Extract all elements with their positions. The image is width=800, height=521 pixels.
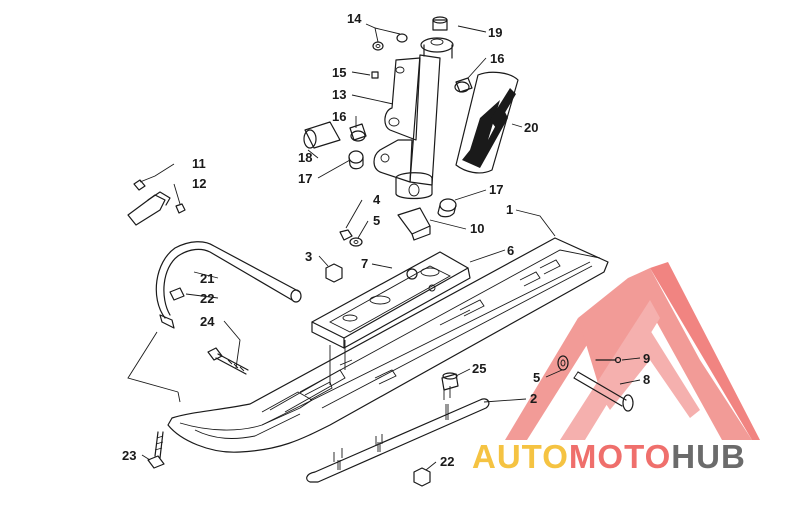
callout-15: 15 bbox=[332, 65, 346, 80]
watermark-brand-text: AUTOMOTOHUB bbox=[472, 438, 746, 476]
bracket-11 bbox=[127, 179, 186, 226]
callout-16-mid: 16 bbox=[332, 109, 346, 124]
cotter-9 bbox=[595, 356, 622, 364]
callout-10: 10 bbox=[470, 221, 484, 236]
washer-14 bbox=[372, 33, 408, 51]
callout-23: 23 bbox=[122, 448, 136, 463]
nut-4 bbox=[339, 229, 353, 241]
bracket-10 bbox=[397, 207, 431, 241]
callout-24: 24 bbox=[200, 314, 215, 329]
bolt-22-top bbox=[169, 287, 185, 301]
spindle-bracket bbox=[311, 251, 471, 385]
watermark-logo bbox=[505, 262, 760, 440]
spindle bbox=[373, 37, 454, 200]
washer-5-bottom bbox=[557, 355, 569, 371]
callout-8: 8 bbox=[643, 372, 650, 387]
callout-13: 13 bbox=[332, 87, 346, 102]
callout-16-top: 16 bbox=[490, 51, 504, 66]
callout-17-right: 17 bbox=[489, 182, 503, 197]
bushing-17-left bbox=[348, 150, 364, 170]
brand-moto: MOTO bbox=[568, 438, 672, 475]
callout-22-bottom: 22 bbox=[440, 454, 454, 469]
callout-25: 25 bbox=[472, 361, 486, 376]
bushing-17-right bbox=[437, 198, 457, 218]
callout-9: 9 bbox=[643, 351, 650, 366]
callout-labels: 14 19 16 15 13 16 20 18 17 11 12 4 17 5 … bbox=[122, 11, 650, 469]
bushing-18 bbox=[303, 121, 341, 149]
callout-17-left: 17 bbox=[298, 171, 312, 186]
bolt-24 bbox=[207, 347, 249, 375]
callout-22-top: 22 bbox=[200, 291, 214, 306]
wear-bar-2 bbox=[306, 386, 490, 483]
screw-15 bbox=[371, 71, 379, 79]
leader-lines bbox=[139, 23, 641, 471]
callout-3: 3 bbox=[305, 249, 312, 264]
callout-6: 6 bbox=[507, 243, 514, 258]
callout-21: 21 bbox=[200, 271, 214, 286]
spindle-cover-20 bbox=[455, 71, 519, 174]
pin-8 bbox=[573, 371, 634, 412]
nut-22-bottom bbox=[413, 467, 431, 487]
callout-19: 19 bbox=[488, 25, 502, 40]
callout-5-bottom: 5 bbox=[533, 370, 540, 385]
callout-4: 4 bbox=[373, 192, 381, 207]
callout-12: 12 bbox=[192, 176, 206, 191]
callout-1: 1 bbox=[506, 202, 513, 217]
callout-7: 7 bbox=[361, 256, 368, 271]
brand-hub: HUB bbox=[671, 438, 746, 475]
callout-11: 11 bbox=[192, 156, 206, 171]
callout-18: 18 bbox=[298, 150, 312, 165]
callout-2: 2 bbox=[530, 391, 537, 406]
bushing-16-top bbox=[454, 77, 473, 93]
bushings bbox=[303, 77, 473, 218]
washer-5-top bbox=[349, 237, 363, 247]
ski-body bbox=[167, 237, 609, 453]
nut-3 bbox=[325, 263, 343, 283]
bolt-23 bbox=[147, 431, 165, 469]
callout-14: 14 bbox=[347, 11, 362, 26]
handle-loop-21 bbox=[155, 241, 302, 329]
bushing-16-mid bbox=[349, 123, 367, 142]
callout-20: 20 bbox=[524, 120, 538, 135]
callout-5-top: 5 bbox=[373, 213, 380, 228]
cap-19 bbox=[432, 16, 448, 31]
brand-auto: AUTO bbox=[472, 438, 569, 475]
